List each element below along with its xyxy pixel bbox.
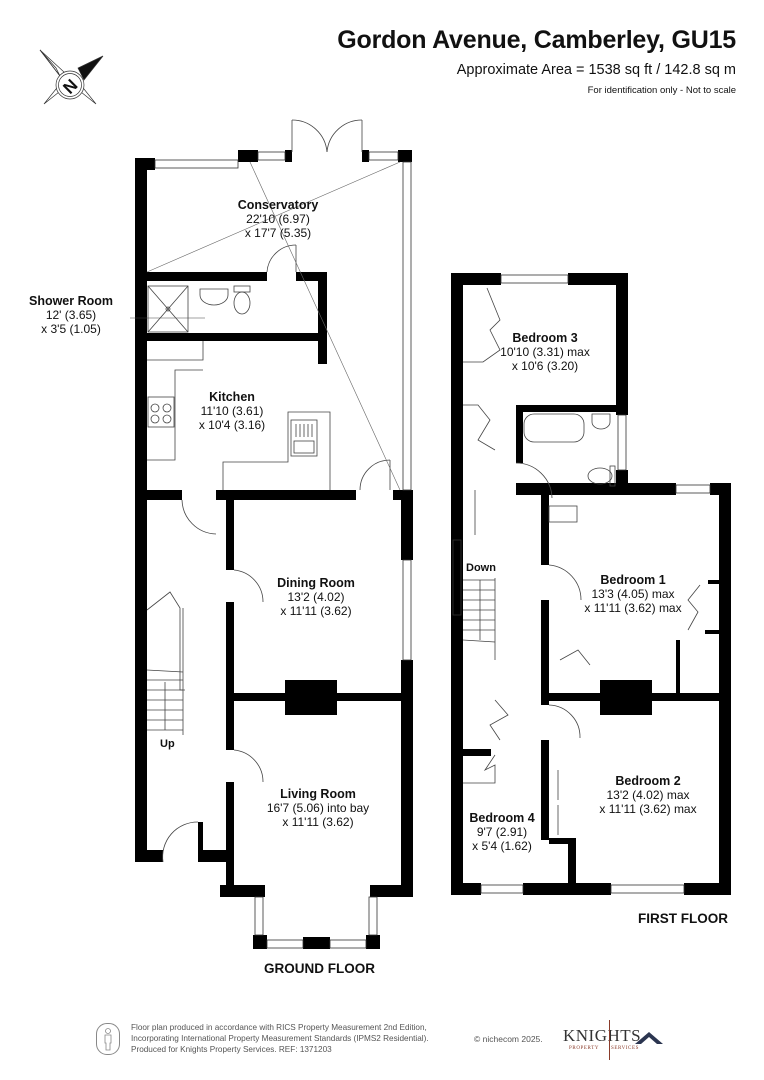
stairs-down-label: Down — [466, 562, 496, 574]
room-name: Kitchen — [209, 390, 255, 404]
room-name: Dining Room — [277, 576, 355, 590]
room-dim1: 13'2 (4.02) max — [606, 788, 690, 802]
room-dim1: 13'2 (4.02) — [287, 590, 345, 604]
room-bedroom-4: Bedroom 4 9'7 (2.91) x 5'4 (1.62) — [469, 811, 534, 853]
room-conservatory: Conservatory 22'10 (6.97) x 17'7 (5.35) — [238, 198, 319, 240]
room-bedroom-3: Bedroom 3 10'10 (3.31) max x 10'6 (3.20) — [500, 331, 590, 373]
plan-title: Gordon Avenue, Camberley, GU15 — [337, 26, 736, 54]
disclaimer-line-2: Incorporating International Property Mea… — [131, 1034, 429, 1044]
room-name: Conservatory — [237, 198, 319, 212]
logo-sub-services: SERVICES — [611, 1046, 640, 1051]
room-dim2: x 10'4 (3.16) — [198, 418, 266, 432]
room-dim2: x 3'5 (1.05) — [41, 322, 101, 336]
first-floor-label: FIRST FLOOR — [638, 911, 728, 926]
room-dim2: x 5'4 (1.62) — [472, 839, 532, 853]
room-dim1: 13'3 (4.05) max — [591, 587, 675, 601]
room-dining-room: Dining Room 13'2 (4.02) x 11'11 (3.62) — [277, 576, 355, 618]
room-shower-room: Shower Room 12' (3.65) x 3'5 (1.05) — [29, 294, 113, 336]
room-dim1: 22'10 (6.97) — [246, 212, 310, 226]
copyright: © nichecom 2025. — [474, 1034, 543, 1044]
room-dim2: x 11'11 (3.62) — [280, 604, 352, 618]
first-floor-walls — [451, 273, 731, 895]
logo-text: KNIGHTS — [563, 1026, 642, 1045]
ground-floor-fixtures — [130, 285, 331, 735]
room-bedroom-1: Bedroom 1 13'3 (4.05) max x 11'11 (3.62)… — [584, 573, 681, 615]
logo-sub-property: PROPERTY — [569, 1046, 600, 1051]
room-name: Bedroom 2 — [615, 774, 681, 788]
room-dim1: 9'7 (2.91) — [476, 825, 528, 839]
first-floor-doors — [462, 287, 701, 835]
first-floor-fixtures — [523, 413, 616, 523]
disclaimer-line-3: Produced for Knights Property Services. … — [131, 1045, 332, 1055]
disclaimer-line-1: Floor plan produced in accordance with R… — [131, 1023, 427, 1032]
room-dim2: x 10'6 (3.20) — [511, 359, 579, 373]
ground-floor-doors — [146, 119, 401, 863]
room-dim2: x 11'11 (3.62) max — [584, 601, 682, 615]
stairs-up-label: Up — [160, 738, 175, 750]
house-roof-icon — [635, 1032, 663, 1044]
disclaimer: Floor plan produced in accordance with R… — [131, 1022, 429, 1056]
room-dim1: 11'10 (3.61) — [200, 404, 264, 418]
approximate-area: Approximate Area = 1538 sq ft / 142.8 sq… — [456, 62, 736, 78]
room-name: Bedroom 1 — [600, 573, 666, 587]
room-name: Living Room — [280, 787, 356, 801]
person-info-icon — [96, 1023, 120, 1055]
room-name: Shower Room — [28, 294, 114, 308]
scale-note: For identification only - Not to scale — [587, 85, 736, 96]
room-name: Bedroom 4 — [469, 811, 535, 825]
room-living-room: Living Room 16'7 (5.06) into bay x 11'11… — [267, 787, 369, 829]
ground-floor-label: GROUND FLOOR — [264, 961, 375, 976]
ground-floor-windows — [154, 151, 412, 949]
room-dim1: 12' (3.65) — [45, 308, 97, 322]
room-name: Bedroom 3 — [512, 331, 578, 345]
room-dim2: x 17'7 (5.35) — [244, 226, 312, 240]
room-dim1: 16'7 (5.06) into bay — [266, 801, 370, 815]
ground-floor-walls — [135, 150, 413, 949]
compass-north-icon — [39, 49, 104, 105]
logo-divider — [609, 1020, 610, 1060]
room-bedroom-2: Bedroom 2 13'2 (4.02) max x 11'11 (3.62)… — [599, 774, 696, 816]
room-dim2: x 11'11 (3.62) — [282, 815, 354, 829]
knights-logo: KNIGHTS PROPERTY SERVICES — [563, 1020, 663, 1060]
first-floor-windows — [452, 274, 711, 894]
room-kitchen: Kitchen 11'10 (3.61) x 10'4 (3.16) — [199, 390, 265, 432]
room-dim2: x 11'11 (3.62) max — [599, 802, 697, 816]
room-dim1: 10'10 (3.31) max — [500, 345, 590, 359]
